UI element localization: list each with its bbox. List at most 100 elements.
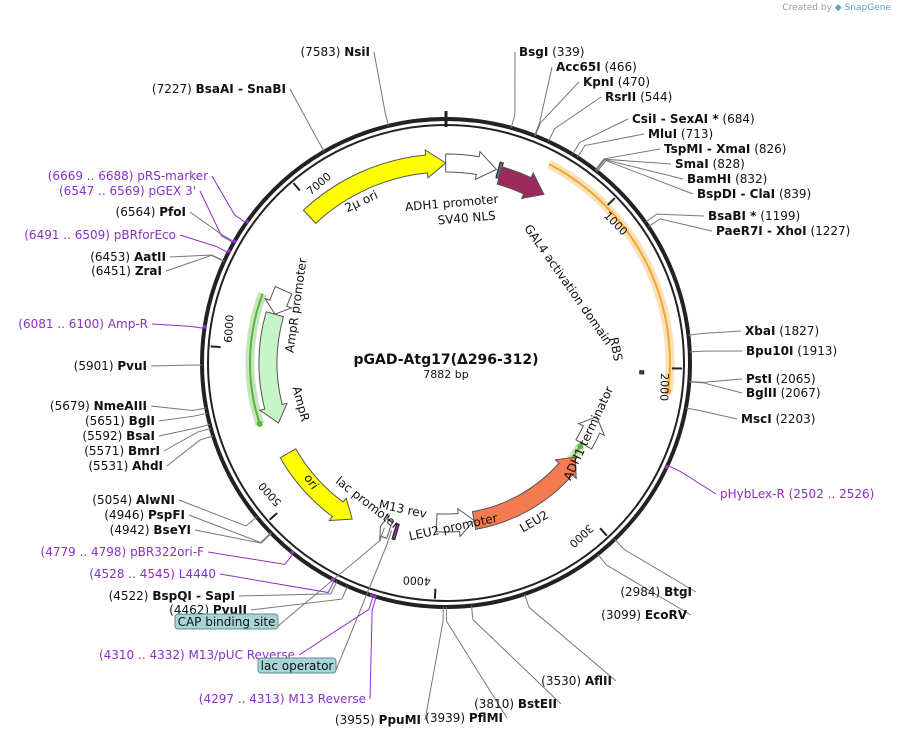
site-leader-aflii <box>524 593 617 682</box>
site-name-msci: MscI <box>741 412 772 426</box>
site-coord-paer7i: (1227) <box>810 224 850 238</box>
site-label-tspmi: TspMI - XmaI (826) <box>664 142 787 156</box>
site-leader-bsaai <box>289 88 325 152</box>
feature-leu2p <box>435 507 475 538</box>
site-leader-pvuii <box>250 586 349 611</box>
tick-mark-3000 <box>599 527 608 537</box>
site-name-btgi: BtgI <box>664 585 692 599</box>
primer-leader-pbr322 <box>207 551 294 565</box>
primer-coord-m13puc: (4310 .. 4332) <box>99 648 185 662</box>
site-name-alwni: AlwNI <box>136 493 175 507</box>
site-name-aflii: AflII <box>585 674 612 688</box>
site-coord-tspmi: (826) <box>754 142 786 156</box>
site-label-paer7i: PaeR7I - XhoI (1227) <box>716 224 850 238</box>
primer-mark-prs <box>244 219 250 224</box>
primer-coord-pgex: (6547 .. 6569) <box>59 184 145 198</box>
site-label-bamhi: BamHI (832) <box>687 172 767 186</box>
feature-ampr <box>258 311 288 424</box>
site-label-bseyi: (4942) BseYI <box>110 523 191 537</box>
site-leader-xbai <box>688 330 742 336</box>
primer-coord-l4440: (4528 .. 4545) <box>89 567 175 581</box>
site-leader-ppumi <box>424 606 444 721</box>
site-coord-nsii: (7583) <box>301 45 341 59</box>
site-label-acc65i: Acc65I (466) <box>556 60 637 74</box>
site-name-ecorv: EcoRV <box>645 608 688 622</box>
site-label-mlui: MluI (713) <box>648 127 713 141</box>
site-name-bsteii: BstEII <box>518 697 557 711</box>
site-label-alwni: (5054) AlwNI <box>92 493 175 507</box>
orf-ampr-line <box>249 293 264 425</box>
site-name-bsaai: BsaAI - SnaBI <box>196 82 286 96</box>
site-leader-paer7i <box>648 218 713 232</box>
snapgene-credit: Created by ◆ SnapGene <box>782 3 891 13</box>
site-label-bpu10i: Bpu10I (1913) <box>746 344 837 358</box>
feature-leu2 <box>471 456 577 530</box>
site-label-bsabi: BsaBI * (1199) <box>708 209 800 223</box>
primer-mark-m13puc <box>369 593 374 598</box>
site-label-bmri: (5571) BmrI <box>84 444 160 458</box>
site-label-csii: CsiI - SexAI * (684) <box>632 112 755 126</box>
site-name-aatii: AatII <box>134 250 166 264</box>
site-label-aatii: (6453) AatII <box>90 250 166 264</box>
leader-layer <box>150 51 743 721</box>
primer-label-pgex: (6547 .. 6569) pGEX 3' <box>59 184 196 198</box>
site-leader-zrai <box>165 254 225 272</box>
site-name-nsii: NsiI <box>344 45 370 59</box>
site-label-msci: MscI (2203) <box>741 412 815 426</box>
site-coord-ecorv: (3099) <box>601 608 641 622</box>
site-name-nmeaiii: NmeAIII <box>94 399 147 413</box>
primer-coord-pbr322: (4779 .. 4798) <box>41 545 127 559</box>
primer-name-pbr322: pBR322ori-F <box>130 545 204 559</box>
site-leader-bglii <box>689 381 743 394</box>
site-name-smai: SmaI <box>675 157 709 171</box>
site-coord-kpni: (470) <box>618 75 650 89</box>
site-leader-acc65i <box>534 66 553 136</box>
site-coord-bmri: (5571) <box>84 444 124 458</box>
site-leader-rsrii <box>548 96 602 142</box>
feature-adh1t <box>575 416 606 450</box>
site-name-zrai: ZraI <box>135 264 162 278</box>
site-leader-nmeaiii <box>150 405 207 412</box>
site-name-pvui: PvuI <box>117 359 147 373</box>
primer-name-pbrfor: pBRforEco <box>114 228 176 242</box>
site-leader-bsabi <box>645 213 705 223</box>
feature-label-sv40: SV40 NLS <box>437 209 496 228</box>
tick-mark-1000 <box>606 197 616 206</box>
primer-name-ampr: Amp-R <box>108 317 148 331</box>
site-coord-smai: (828) <box>713 157 745 171</box>
site-name-ppumi: PpuMI <box>379 713 421 727</box>
site-leader-kpni <box>534 81 580 137</box>
tick-label-2000: 2000 <box>657 373 671 401</box>
site-coord-ahdi: (5531) <box>88 459 128 473</box>
site-leader-bspdi <box>596 159 694 195</box>
site-coord-btgi: (2984) <box>620 585 660 599</box>
tick-mark-5000 <box>268 512 278 521</box>
orf-gal4-line <box>548 163 671 392</box>
site-coord-aflii: (3530) <box>541 674 581 688</box>
site-name-rsrii: RsrII <box>605 90 636 104</box>
primer-label-m13rev: (4297 .. 4313) M13 Reverse <box>199 692 366 706</box>
site-label-bsteii: (3810) BstEII <box>474 697 557 711</box>
site-leader-bseyi <box>194 529 272 544</box>
primer-label-ampr: (6081 .. 6100) Amp-R <box>18 317 148 331</box>
site-label-ppumi: (3955) PpuMI <box>335 713 421 727</box>
site-label-bsaai: (7227) BsaAI - SnaBI <box>152 82 286 96</box>
site-label-bspdi: BspDI - ClaI (839) <box>697 187 811 201</box>
site-name-bsai: BsaI <box>126 429 155 443</box>
site-coord-mlui: (713) <box>681 127 713 141</box>
site-label-pfoi: (6564) PfoI <box>116 205 186 219</box>
site-coord-rsrii: (544) <box>640 90 672 104</box>
site-leader-bamhi <box>595 159 684 180</box>
site-name-paer7i: PaeR7I - XhoI <box>716 224 807 238</box>
site-label-pspfi: (4946) PspFI <box>104 508 185 522</box>
site-leader-bsai <box>158 423 210 437</box>
site-coord-pspfi: (4946) <box>104 508 144 522</box>
primer-coord-phyblex: (2502 .. 2526) <box>789 487 875 501</box>
feature-gal4 <box>496 166 545 200</box>
site-name-bgli: BglI <box>129 414 155 428</box>
site-coord-pflmi: (3939) <box>425 711 465 725</box>
site-name-bpu10i: Bpu10I <box>746 344 793 358</box>
primer-label-phyblex: pHybLex-R (2502 .. 2526) <box>720 487 874 501</box>
primer-label-pbrfor: (6491 .. 6509) pBRforEco <box>24 228 176 242</box>
